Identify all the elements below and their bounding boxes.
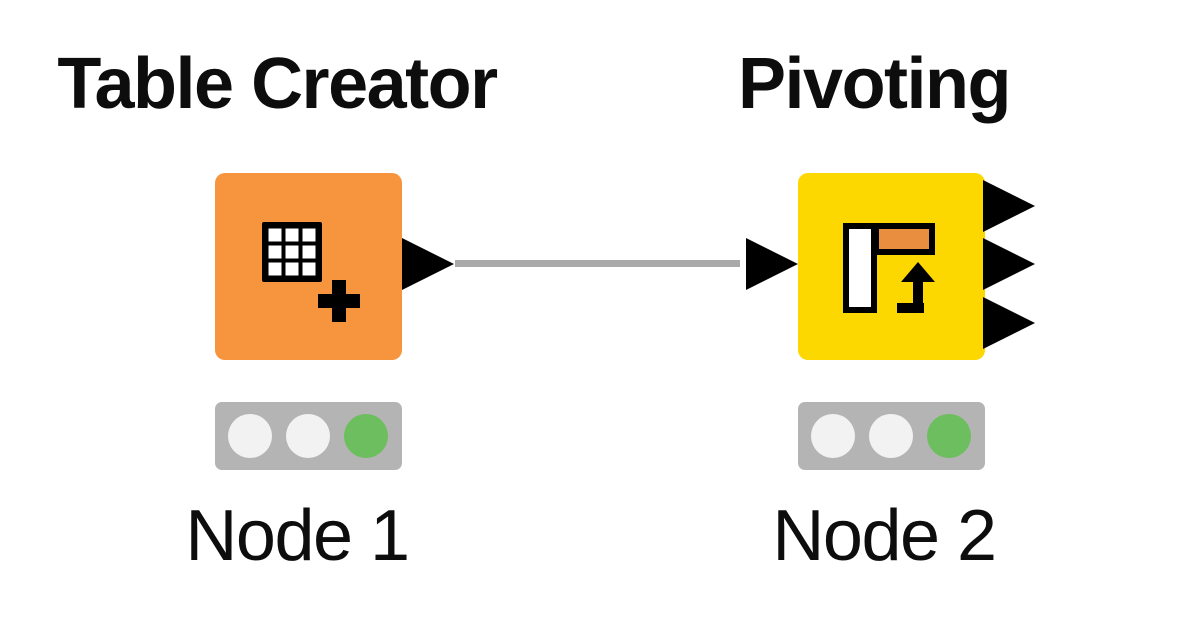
node1-title: Table Creator — [57, 44, 498, 124]
node1-body[interactable] — [215, 173, 402, 360]
node2-output-port-1[interactable] — [983, 180, 1035, 232]
node2-status-light-2 — [869, 414, 913, 458]
node2-status-light-1 — [811, 414, 855, 458]
node2-output-port-3[interactable] — [983, 297, 1035, 349]
node2-status-traffic-light — [798, 402, 985, 470]
pivot-icon — [843, 223, 935, 313]
node1-status-traffic-light — [215, 402, 402, 470]
node2-output-port-2[interactable] — [983, 238, 1035, 290]
node2-input-port[interactable] — [746, 238, 798, 290]
node2-annotation[interactable]: Node 2 — [772, 496, 997, 576]
node2-status-light-3 — [927, 414, 971, 458]
node1-output-port[interactable] — [402, 238, 454, 290]
connection-line[interactable] — [455, 260, 740, 267]
node2-title: Pivoting — [738, 44, 1012, 124]
node2-body[interactable] — [798, 173, 985, 360]
node1-status-light-1 — [228, 414, 272, 458]
node1-status-light-3 — [344, 414, 388, 458]
table-grid-plus-icon — [262, 222, 360, 322]
node1-annotation[interactable]: Node 1 — [185, 496, 410, 576]
node1-status-light-2 — [286, 414, 330, 458]
